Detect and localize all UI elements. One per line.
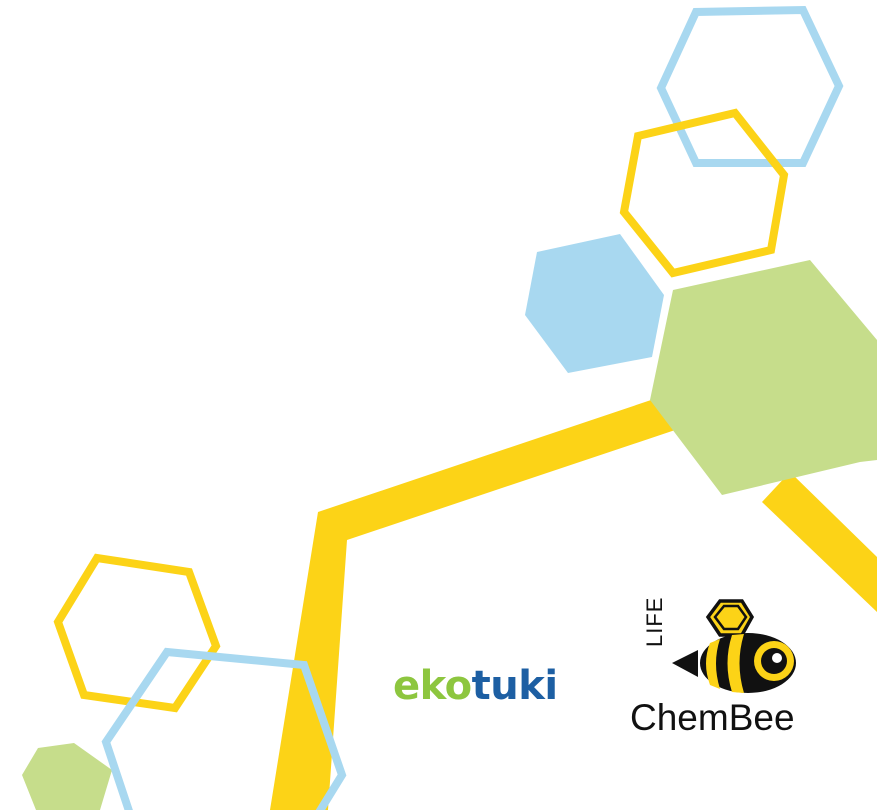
- yellow-band-right: [762, 472, 877, 612]
- yellow-hexagon-outline-bottom: [53, 553, 221, 713]
- yellow-hexagon-outline-top: [619, 108, 789, 278]
- green-hexagon-large: [650, 260, 877, 495]
- chembee-logo-name: ChemBee: [630, 697, 795, 738]
- blue-hexagon-solid: [525, 234, 664, 373]
- ekotuki-logo-tuki: tuki: [471, 663, 558, 709]
- blue-hexagon-outline-bottom: [101, 647, 347, 810]
- green-hexagon-small: [22, 743, 112, 810]
- ekotuki-logo-eko: eko: [393, 663, 472, 709]
- bee-icon: [672, 599, 796, 693]
- yellow-band: [270, 397, 690, 810]
- chembee-logo-life: LIFE: [642, 596, 667, 647]
- blue-hexagon-outline-top: [656, 5, 844, 167]
- ekotuki-logo: ekotuki: [393, 662, 558, 710]
- chembee-logo: LIFE ChemBee: [628, 595, 828, 745]
